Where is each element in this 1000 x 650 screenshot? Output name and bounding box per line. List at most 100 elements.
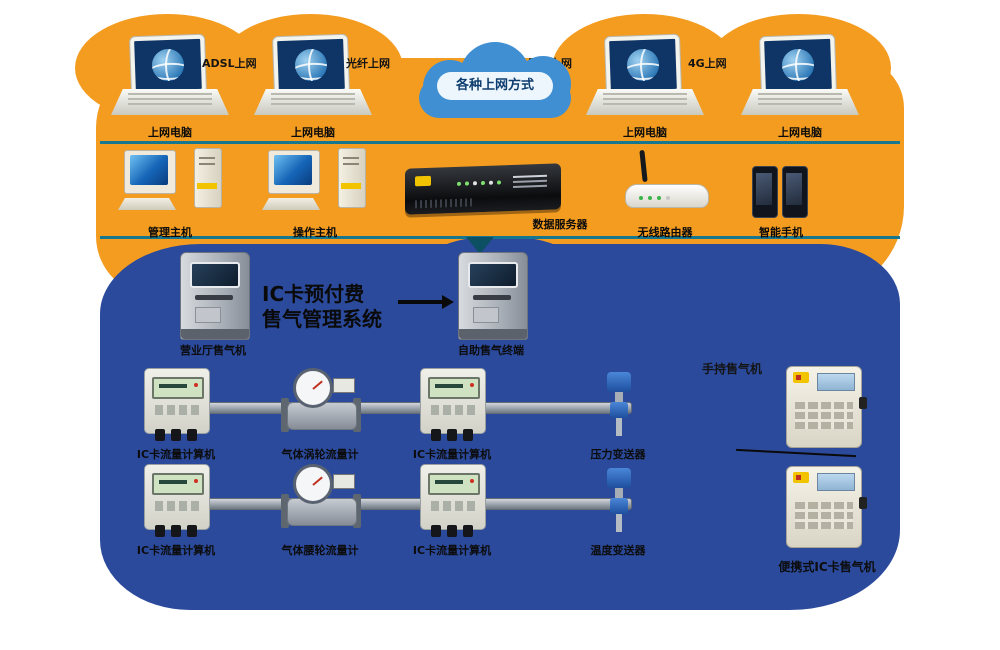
gauge-needle bbox=[312, 380, 323, 390]
laptop-3 bbox=[580, 34, 710, 124]
turbine-flowmeter bbox=[281, 368, 361, 440]
brand-logo bbox=[793, 472, 809, 483]
keyboard bbox=[262, 198, 320, 210]
kiosk-card-slot bbox=[473, 295, 511, 300]
transmitter-body bbox=[610, 402, 628, 418]
network-bus-line-top bbox=[100, 141, 900, 144]
lcd-value bbox=[435, 384, 463, 388]
counter-window bbox=[333, 378, 355, 393]
portable-ic-unit-2 bbox=[786, 466, 867, 548]
laptop-keyboard bbox=[254, 89, 372, 115]
lcd-display bbox=[817, 373, 855, 391]
phone bbox=[752, 166, 778, 218]
cable-glands bbox=[431, 525, 441, 537]
flow-computer-r1 bbox=[144, 368, 210, 441]
phone-screen bbox=[756, 173, 772, 205]
access-caption-1: ADSL上网 bbox=[202, 57, 257, 70]
lcd-value bbox=[159, 480, 187, 484]
portable-bottom-label: 便携式IC卡售气机 bbox=[778, 560, 876, 574]
flange bbox=[353, 494, 361, 528]
kiosk-1-label: 营业厅售气机 bbox=[180, 344, 246, 357]
transmitter-head bbox=[607, 468, 631, 488]
cable-port bbox=[859, 397, 867, 409]
status-led bbox=[470, 383, 474, 387]
transmitter-neck bbox=[615, 392, 623, 402]
keypad bbox=[795, 399, 853, 429]
brand-logo bbox=[793, 372, 809, 383]
row2-label-3: IC卡流量计算机 bbox=[412, 544, 492, 557]
laptop-1 bbox=[105, 34, 235, 124]
server-label: 数据服务器 bbox=[532, 218, 588, 231]
meter-body bbox=[287, 498, 357, 526]
kiosk-base bbox=[459, 329, 527, 339]
laptop-2 bbox=[248, 34, 378, 124]
lcd-display bbox=[152, 377, 204, 399]
cloud-label: 各种上网方式 bbox=[437, 72, 553, 100]
laptop-keyboard bbox=[586, 89, 704, 115]
cable-glands bbox=[155, 429, 165, 441]
button-row bbox=[155, 405, 199, 415]
access-caption-4: 4G上网 bbox=[688, 57, 727, 70]
row2-label-1: IC卡流量计算机 bbox=[136, 544, 216, 557]
router-antenna bbox=[639, 149, 648, 183]
access-caption-2: 光纤上网 bbox=[346, 57, 390, 70]
wireless-router bbox=[625, 149, 709, 214]
flange bbox=[281, 494, 289, 528]
button-row bbox=[431, 405, 475, 415]
kiosk-card-slot bbox=[195, 295, 233, 300]
data-server bbox=[405, 163, 561, 215]
gas-pipe-row2 bbox=[170, 498, 632, 510]
network-bus-line-bottom bbox=[100, 236, 900, 239]
laptop-4-label: 上网电脑 bbox=[778, 126, 822, 139]
router-led-lights bbox=[639, 196, 643, 200]
flow-computer-r2b bbox=[420, 464, 486, 537]
portable-top-label: 手持售气机 bbox=[702, 362, 763, 376]
status-led bbox=[470, 479, 474, 483]
phone-screen bbox=[786, 173, 802, 205]
laptop-screen bbox=[605, 34, 681, 96]
laptop-screen bbox=[760, 34, 836, 96]
status-led bbox=[194, 383, 198, 387]
lcd-value bbox=[159, 384, 187, 388]
globe-icon bbox=[626, 48, 660, 82]
kiosk-2-label: 自助售气终端 bbox=[458, 344, 524, 357]
button-row bbox=[155, 501, 199, 511]
router-label: 无线路由器 bbox=[637, 226, 693, 239]
laptop-screen bbox=[273, 34, 349, 96]
row1-label-2: 气体涡轮流量计 bbox=[281, 448, 359, 461]
globe-icon bbox=[151, 48, 185, 82]
globe-icon bbox=[781, 48, 815, 82]
pc-tower bbox=[338, 148, 366, 208]
row1-label-1: IC卡流量计算机 bbox=[136, 448, 216, 461]
pc-tower bbox=[194, 148, 222, 208]
transmitter-stem bbox=[616, 418, 622, 436]
keyboard bbox=[118, 198, 176, 210]
row2-label-2: 气体腰轮流量计 bbox=[281, 544, 359, 557]
lcd-display bbox=[817, 473, 855, 491]
transmitter-stem bbox=[616, 514, 622, 532]
portable-ic-unit-1 bbox=[786, 366, 867, 448]
internet-cloud: 各种上网方式 bbox=[415, 40, 575, 124]
gas-pipe-row1 bbox=[170, 402, 632, 414]
lcd-value bbox=[435, 480, 463, 484]
button-row bbox=[431, 501, 475, 511]
headline-arrow bbox=[398, 295, 454, 309]
laptop-screen bbox=[130, 34, 206, 96]
monitor bbox=[268, 150, 320, 194]
kiosk-panel bbox=[473, 307, 499, 323]
transmitter-head bbox=[607, 372, 631, 392]
globe-icon bbox=[294, 48, 328, 82]
server-to-field-arrow bbox=[466, 237, 494, 254]
lcd-display bbox=[152, 473, 204, 495]
gauge-needle bbox=[312, 476, 323, 486]
router-body bbox=[625, 184, 709, 208]
transmitter-neck bbox=[615, 488, 623, 498]
server-logo bbox=[415, 175, 431, 187]
monitor-screen bbox=[130, 155, 168, 185]
cable-glands bbox=[431, 429, 441, 441]
pressure-transmitter bbox=[607, 372, 631, 438]
sales-kiosk-1 bbox=[180, 252, 250, 340]
gauge-dial bbox=[293, 368, 333, 408]
workstation-2-label: 操作主机 bbox=[293, 226, 337, 239]
